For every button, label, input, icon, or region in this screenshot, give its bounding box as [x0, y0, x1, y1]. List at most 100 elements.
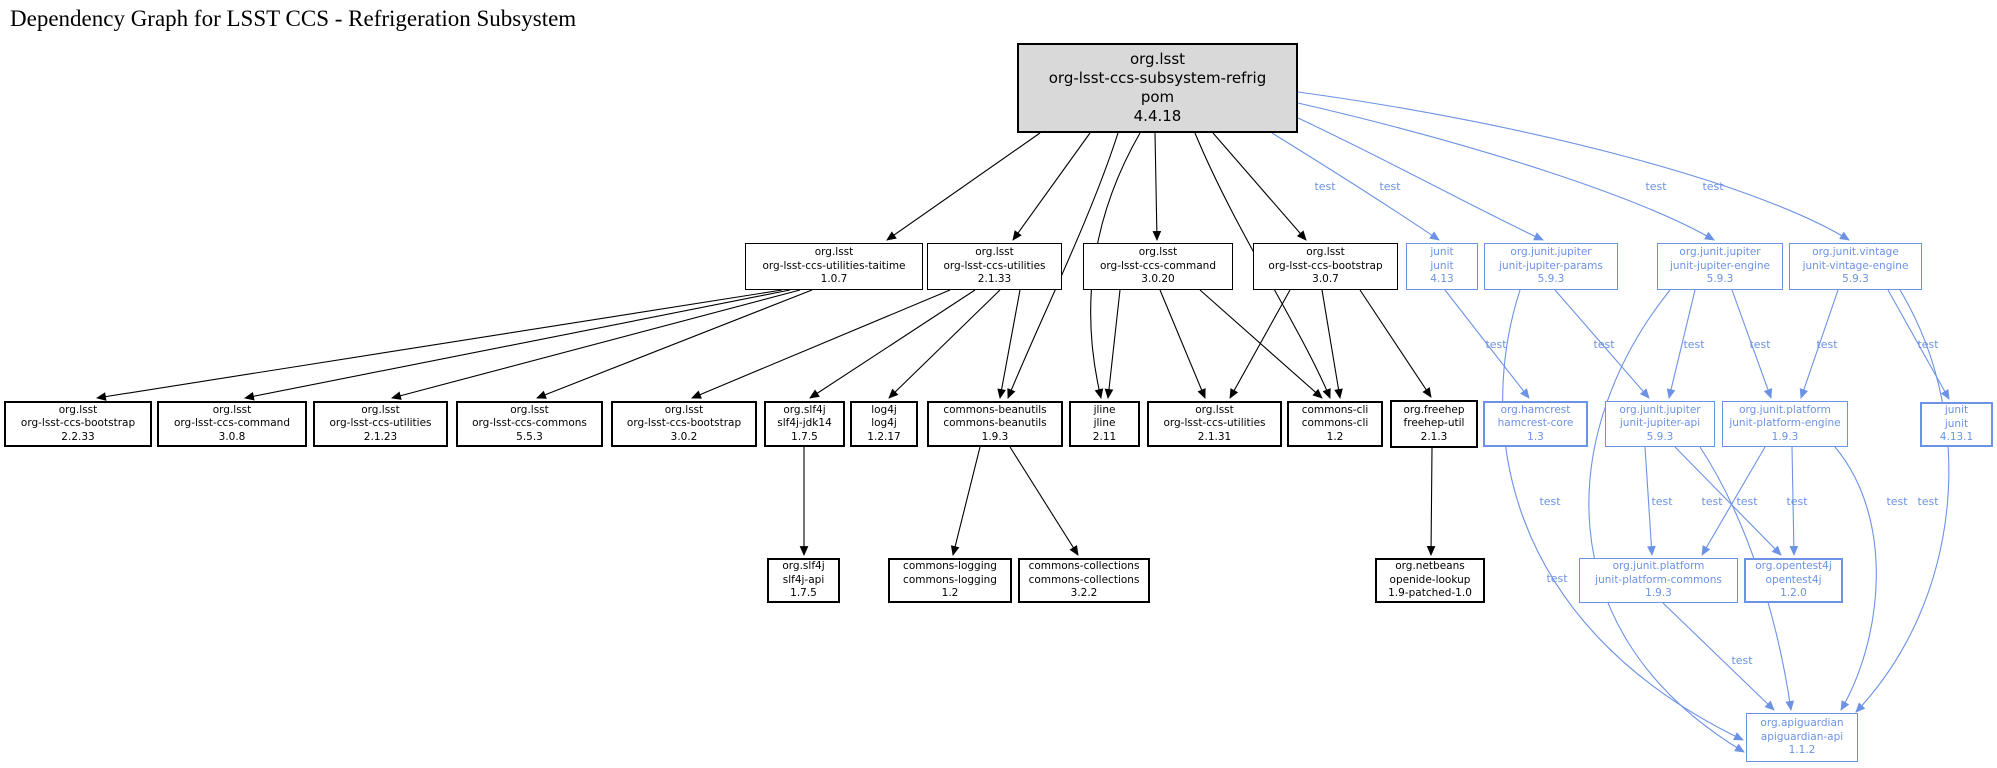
node-slf4japi-line-2: 1.7.5: [790, 587, 817, 600]
node-boot233-line-2: 2.2.33: [61, 430, 95, 443]
node-cmd20-line-0: org.lsst: [1138, 246, 1178, 259]
node-junit13-line-0: junit: [1430, 246, 1454, 259]
node-junit13-line-2: 4.13: [1430, 273, 1454, 286]
node-otest4j-line-2: 1.2.0: [1780, 587, 1807, 600]
node-pcommons-line-0: org.junit.platform: [1612, 560, 1705, 573]
edge-util33-log4j: [888, 289, 1001, 399]
edge-root-junit13: [1271, 132, 1440, 241]
edge-boot7-freehep: [1359, 289, 1432, 398]
node-boot302-line-0: org.lsst: [664, 403, 704, 416]
node-cmd308-line-0: org.lsst: [212, 403, 252, 416]
node-ccollections-line-0: commons-collections: [1028, 560, 1140, 573]
node-slf4jdk-line-1: slf4j-jdk14: [777, 417, 832, 430]
node-pcommons-line-1: junit-platform-commons: [1595, 573, 1722, 586]
edge-vintage-junit131: [1887, 289, 1950, 400]
node-util2123-line-0: org.lsst: [361, 403, 400, 416]
node-freehep-line-0: org.freehep: [1403, 403, 1465, 416]
node-apiguardian-line-2: 1.1.2: [1788, 744, 1816, 757]
node-jengine-line-2: 5.9.3: [1706, 273, 1734, 286]
node-boot302-line-2: 3.0.2: [670, 430, 698, 443]
node-jline-line-1: jline: [1093, 417, 1116, 430]
edge-label-japi-pcommons: test: [1651, 495, 1673, 508]
edge-boot7-util2131: [1229, 289, 1291, 399]
node-openide-line-0: org.netbeans: [1395, 560, 1465, 573]
node-ccli-line-2: 1.2: [1326, 430, 1344, 443]
edge-label-root-junit13: test: [1314, 180, 1336, 193]
edge-japi-otest4j: [1674, 446, 1782, 556]
node-slf4japi-line-1: slf4j-api: [782, 573, 825, 586]
node-jengine-line-0: org.junit.jupiter: [1679, 246, 1761, 259]
node-params-line-1: junit-jupiter-params: [1499, 259, 1603, 272]
node-apiguardian-line-0: org.apiguardian: [1760, 717, 1844, 730]
node-hamcrest-line-0: org.hamcrest: [1500, 403, 1571, 416]
edge-label-params-apiguardian: test: [1539, 495, 1561, 508]
node-boot7-line-0: org.lsst: [1306, 246, 1345, 259]
edge-boot7-ccli: [1321, 289, 1343, 399]
edge-taitime-util2123: [391, 289, 801, 400]
node-clogging-line-0: commons-logging: [903, 560, 997, 573]
node-japi-line-1: junit-jupiter-api: [1619, 417, 1701, 430]
edge-label-root-params: test: [1379, 180, 1401, 193]
node-root-line-1: org-lsst-ccs-subsystem-refrig: [1048, 68, 1267, 87]
node-openide-line-1: openide-lookup: [1389, 573, 1471, 586]
node-apiguardian-line-1: apiguardian-api: [1760, 730, 1844, 743]
node-jline-line-2: 2.11: [1092, 430, 1117, 443]
edge-pengine-pcommons: [1701, 446, 1766, 556]
node-cmd20-line-1: org-lsst-ccs-command: [1100, 259, 1216, 272]
edge-util33-boot302: [691, 289, 951, 399]
node-util33-line-2: 2.1.33: [977, 273, 1012, 286]
node-taitime-line-2: 1.0.7: [820, 273, 848, 286]
edge-label-jengine-apiguardian: test: [1546, 572, 1568, 585]
edge-freehep-openide: [1426, 447, 1436, 556]
node-log4j-line-0: log4j: [871, 403, 897, 416]
node-otest4j-line-0: org.opentest4j: [1755, 560, 1832, 573]
node-log4j-line-2: 1.2.17: [867, 430, 901, 443]
edge-root-params: [1297, 117, 1544, 241]
node-boot302-line-1: org-lsst-ccs-bootstrap: [626, 417, 742, 430]
edge-jengine-apiguardian: [1588, 289, 1745, 753]
edge-taitime-cmd308: [244, 289, 791, 401]
node-otest4j-line-1: opentest4j: [1765, 573, 1822, 586]
node-clogging-line-1: commons-logging: [903, 573, 997, 586]
node-hamcrest-line-2: 1.3: [1527, 430, 1544, 443]
node-pcommons-line-2: 1.9.3: [1645, 587, 1672, 600]
edge-label-root-jengine: test: [1645, 180, 1667, 193]
node-beanutils-line-2: 1.9.3: [981, 430, 1009, 443]
node-slf4japi-line-0: org.slf4j: [782, 560, 825, 573]
edge-label-jengine-pengine: test: [1749, 338, 1771, 351]
node-util33-line-1: org-lsst-ccs-utilities: [943, 259, 1046, 272]
